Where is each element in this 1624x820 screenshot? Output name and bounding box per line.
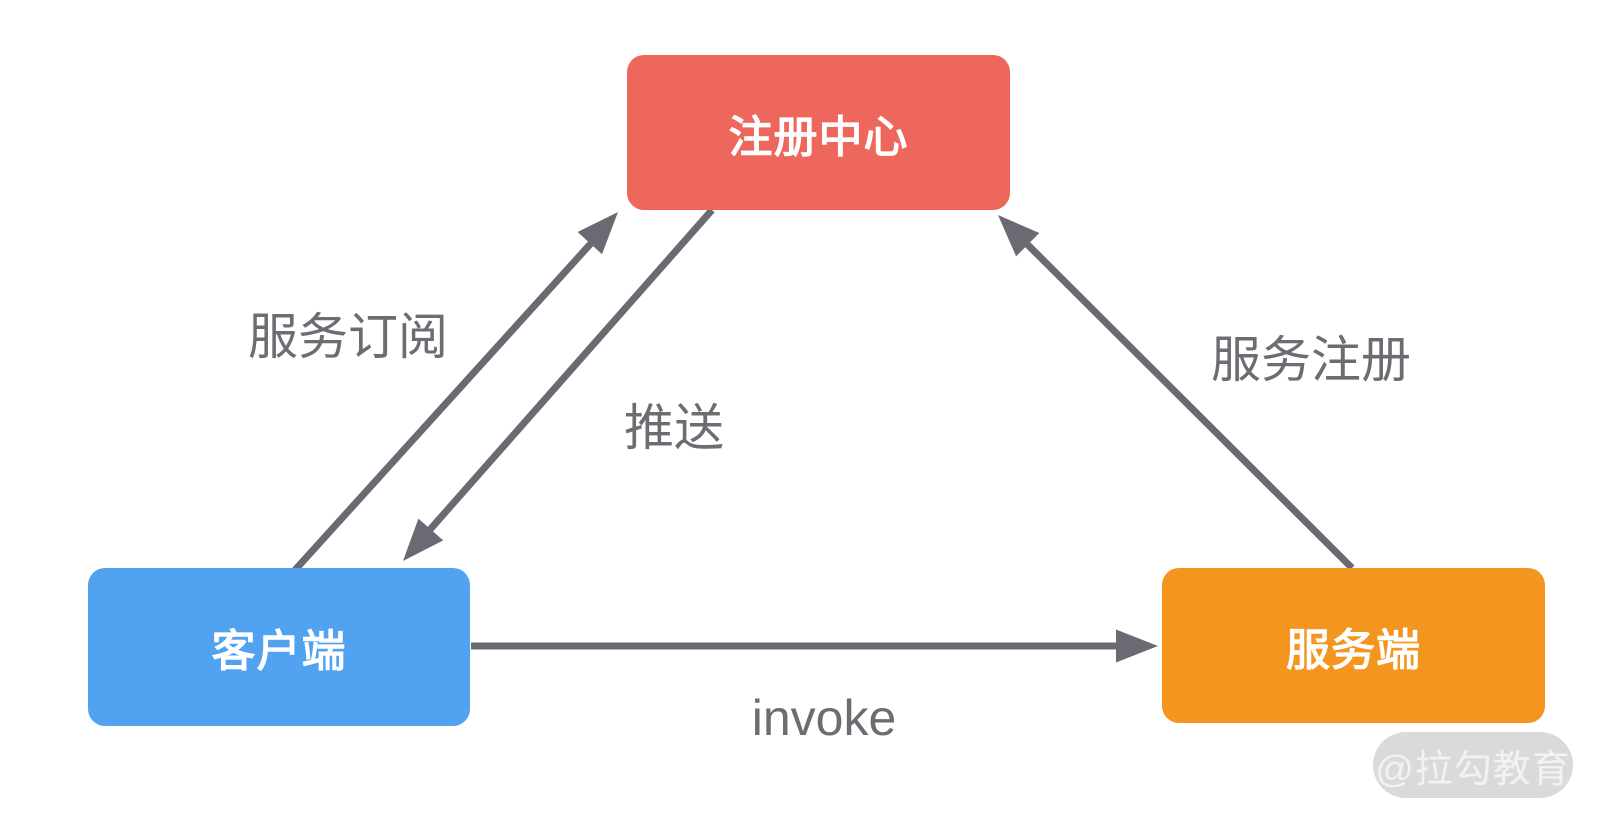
node-server: 服务端 xyxy=(1162,568,1545,723)
edge-label-push: 推送 xyxy=(624,400,724,456)
node-client-label: 客户端 xyxy=(211,627,347,676)
node-registry: 注册中心 xyxy=(627,55,1010,210)
node-registry-label: 注册中心 xyxy=(728,112,909,162)
edge-label-service-subscribe: 服务订阅 xyxy=(248,309,448,365)
node-client: 客户端 xyxy=(88,568,470,726)
edge-push-arrow xyxy=(403,207,715,561)
watermark-text: @拉勾教育 xyxy=(1375,748,1571,791)
edge-service-register-arrow xyxy=(998,215,1355,571)
watermark-badge: @拉勾教育 xyxy=(1373,732,1573,798)
edge-label-service-register: 服务注册 xyxy=(1211,332,1411,388)
node-server-label: 服务端 xyxy=(1286,625,1421,675)
edge-label-invoke: invoke xyxy=(751,690,897,746)
edge-invoke-arrow xyxy=(471,629,1158,663)
edge-service-subscribe-arrow xyxy=(292,212,618,573)
